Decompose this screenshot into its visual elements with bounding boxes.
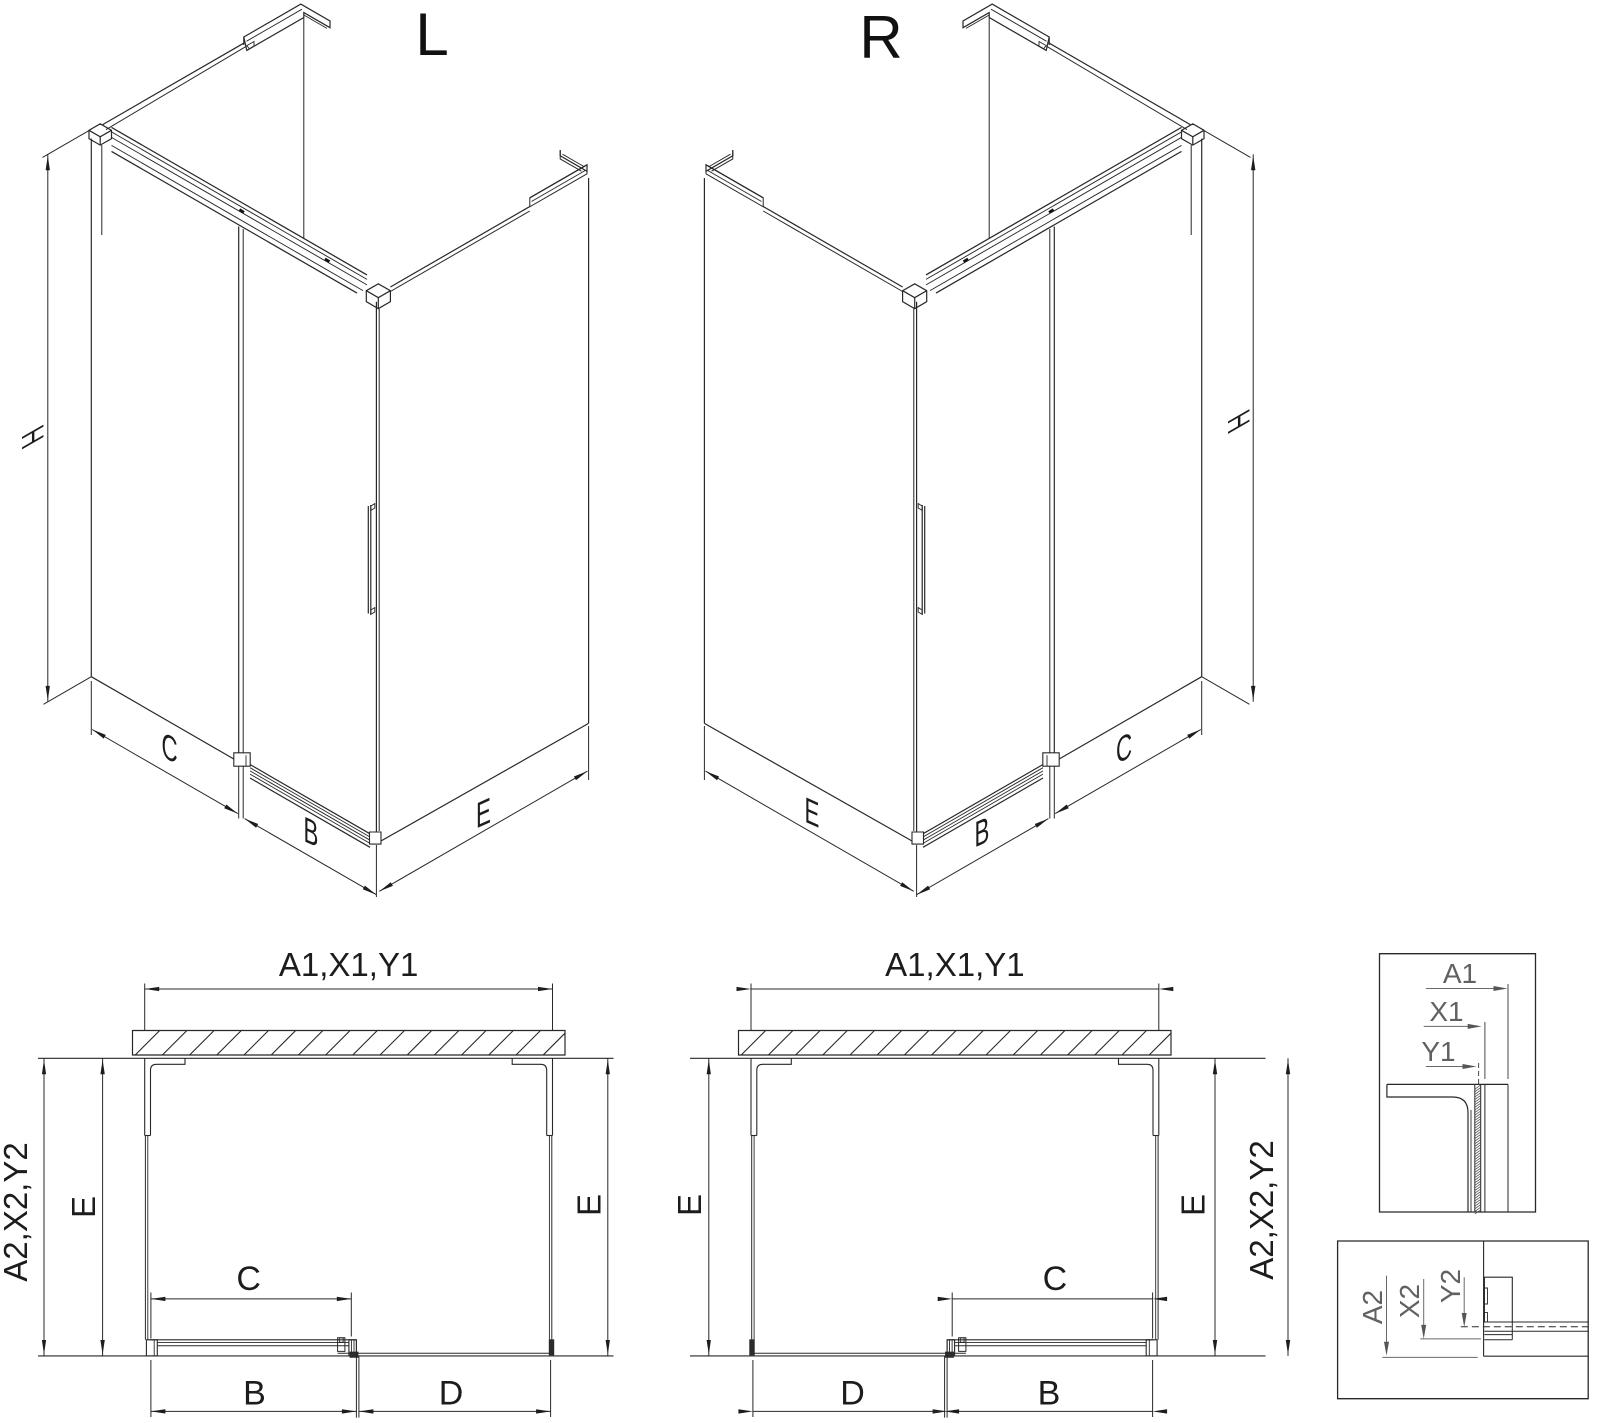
svg-text:C: C bbox=[1116, 724, 1132, 772]
svg-text:E: E bbox=[571, 1194, 608, 1216]
svg-text:A2,X2,Y2: A2,X2,Y2 bbox=[0, 1142, 34, 1281]
svg-text:A1: A1 bbox=[1443, 958, 1477, 989]
svg-text:C: C bbox=[1043, 1260, 1068, 1298]
svg-text:E: E bbox=[805, 789, 820, 837]
svg-text:C: C bbox=[236, 1260, 261, 1298]
svg-text:D: D bbox=[840, 1375, 865, 1413]
svg-text:E: E bbox=[65, 1196, 102, 1218]
svg-text:X1: X1 bbox=[1429, 996, 1463, 1027]
svg-text:A1,X1,Y1: A1,X1,Y1 bbox=[279, 946, 418, 983]
svg-text:D: D bbox=[439, 1375, 464, 1413]
svg-text:B: B bbox=[975, 808, 990, 856]
svg-text:L: L bbox=[415, 1, 448, 68]
svg-text:A1,X1,Y1: A1,X1,Y1 bbox=[885, 946, 1024, 983]
svg-text:R: R bbox=[859, 4, 902, 71]
svg-text:B: B bbox=[1038, 1375, 1061, 1413]
svg-text:B: B bbox=[243, 1375, 266, 1413]
svg-text:E: E bbox=[476, 789, 491, 837]
svg-text:B: B bbox=[304, 808, 319, 856]
svg-text:E: E bbox=[671, 1194, 708, 1216]
svg-text:Y2: Y2 bbox=[1435, 1269, 1466, 1303]
svg-text:Y1: Y1 bbox=[1421, 1036, 1455, 1067]
svg-text:A2,X2,Y2: A2,X2,Y2 bbox=[1243, 1140, 1280, 1279]
svg-text:X2: X2 bbox=[1394, 1284, 1425, 1318]
svg-text:C: C bbox=[161, 724, 177, 772]
svg-text:E: E bbox=[1175, 1194, 1212, 1216]
svg-text:A2: A2 bbox=[1357, 1290, 1388, 1324]
